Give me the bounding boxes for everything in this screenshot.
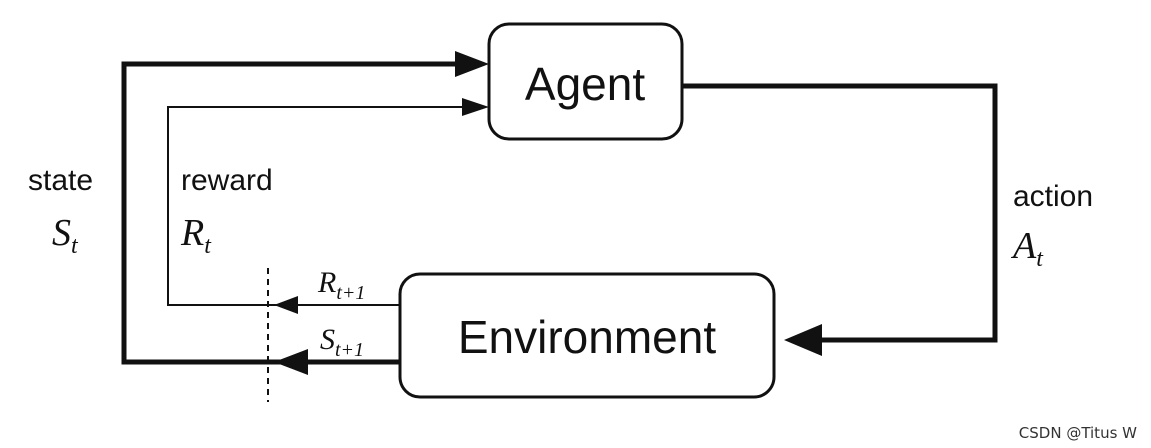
agent-label: Agent <box>525 58 645 110</box>
state-symbol: St <box>52 212 79 259</box>
state-word: state <box>28 164 93 197</box>
next-state-symbol: St+1 <box>320 323 364 361</box>
state-line <box>121 61 468 365</box>
action-symbol: At <box>1010 225 1044 272</box>
next-reward-arrowhead <box>274 296 298 314</box>
next-state-arrowhead <box>274 349 308 375</box>
action-arrowhead <box>784 324 822 356</box>
action-line <box>682 83 998 343</box>
environment-box <box>398 272 776 399</box>
environment-label: Environment <box>458 311 716 363</box>
next-reward-symbol: Rt+1 <box>317 266 365 304</box>
state-arrowhead <box>455 51 489 77</box>
watermark: CSDN @Titus W <box>1018 424 1137 442</box>
agent-box <box>487 22 684 141</box>
action-word: action <box>1013 180 1093 213</box>
reward-arrowhead <box>462 98 489 116</box>
reward-symbol: Rt <box>180 212 212 259</box>
reward-word: reward <box>181 164 273 197</box>
